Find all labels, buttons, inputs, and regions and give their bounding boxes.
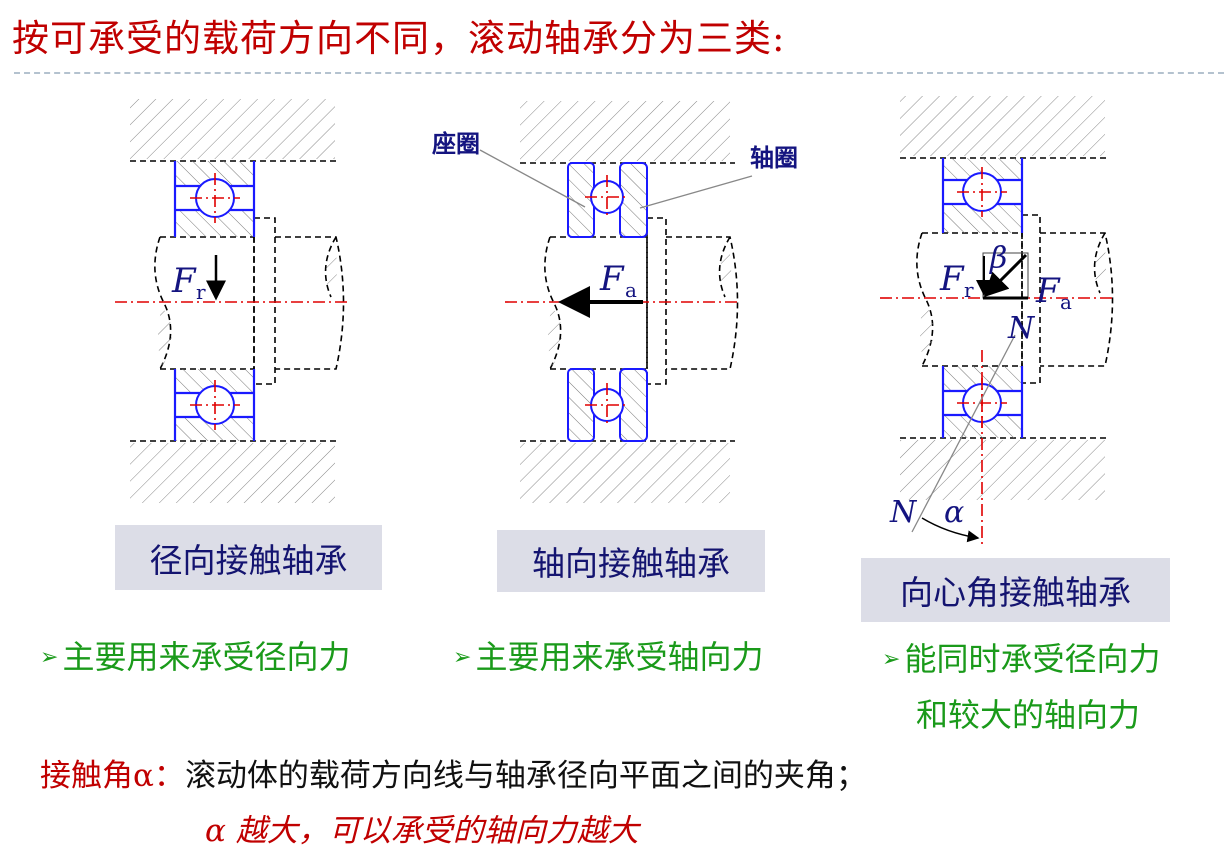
bullet-radial: ➢主要用来承受径向力: [40, 632, 350, 678]
contact-line: [911, 334, 1016, 533]
alpha-label: α: [944, 495, 964, 530]
angular-fr-label: F: [939, 259, 965, 299]
label-radial-contact-bearing: 径向接触轴承: [115, 525, 382, 590]
shaft-break-hatch: [158, 307, 172, 367]
slide-title: 按可承受的载荷方向不同，滚动轴承分为三类:: [12, 17, 786, 60]
shaft-end-hatch: [325, 245, 338, 295]
n-upper-label: N: [1007, 311, 1036, 346]
bullet-arrow-icon: ➢: [882, 647, 901, 672]
bullet-text: 主要用来承受径向力: [62, 638, 351, 676]
alpha-arc: [921, 517, 980, 543]
angular-fa-sub: a: [1060, 290, 1072, 314]
shaft-ring-label: 轴圈: [750, 143, 798, 172]
housing-hatch-top: [520, 101, 730, 161]
bullet-text: 能同时承受径向力: [904, 640, 1161, 678]
angular-bearing-diagram: [880, 96, 1115, 548]
shaft-end-hatch: [719, 245, 732, 295]
label-thrust-bearing: 轴向接触轴承: [497, 530, 765, 592]
bullet-thrust: ➢主要用来承受轴向力: [453, 632, 763, 678]
housing-hatch-bottom: [900, 440, 1105, 500]
thrust-bearing-diagram: [479, 101, 753, 503]
thrust-force-label: F: [599, 259, 625, 299]
bullet-text: 主要用来承受轴向力: [475, 638, 764, 676]
angular-fa-label: F: [1035, 271, 1061, 311]
bullet-angular-cont: 和较大的轴向力: [916, 696, 1141, 734]
definition-term: 接触角α：: [40, 758, 185, 794]
seat-ring-label: 座圈: [432, 129, 480, 158]
beta-label: β: [989, 241, 1007, 276]
housing-hatch-top: [130, 99, 335, 159]
shaft-break-hatch: [548, 307, 562, 367]
housing-hatch-bottom: [520, 443, 730, 503]
shaft-end-hatch: [1094, 241, 1107, 291]
radial-force-label: F: [171, 261, 197, 301]
resultant-force-arrow: [983, 253, 1028, 298]
shaft-right-segment: [1040, 232, 1114, 367]
shaft-shoulder: [646, 217, 667, 385]
angular-fr-sub: r: [964, 278, 974, 302]
upper-bearing-outline: [173, 161, 256, 237]
definition-text: 滚动体的载荷方向线与轴承径向平面之间的夹角；: [184, 758, 867, 794]
shaft-right-segment: [275, 236, 345, 370]
bullet-arrow-icon: ➢: [453, 645, 472, 670]
title-divider: [14, 72, 1224, 74]
thrust-force-sub: a: [625, 278, 637, 302]
shaft-shoulder: [253, 217, 276, 385]
bullet-arrow-icon: ➢: [40, 645, 59, 670]
upper-bearing-outline: [941, 158, 1024, 233]
seat-ring-leader: [479, 149, 586, 208]
definition-note: α 越大，可以承受的轴向力越大: [205, 813, 639, 849]
housing-hatch-bottom: [130, 443, 335, 503]
lower-bearing-outline: [941, 366, 1024, 438]
bullet-angular: ➢能同时承受径向力: [882, 634, 1160, 680]
contact-angle-definition: 接触角α：滚动体的载荷方向线与轴承径向平面之间的夹角；: [40, 750, 867, 795]
shaft-shoulder: [1021, 214, 1041, 384]
radial-force-sub: r: [196, 280, 206, 304]
label-angular-contact-bearing: 向心角接触轴承: [861, 558, 1170, 622]
radial-bearing-diagram: [115, 99, 347, 503]
n-lower-label: N: [889, 495, 918, 530]
shaft-right-segment: [666, 236, 739, 370]
housing-hatch-top: [900, 96, 1105, 156]
shaft-ring-leader: [639, 175, 753, 209]
shaft-break-hatch: [920, 303, 934, 363]
lower-bearing-outline: [173, 369, 256, 441]
upper-shaft-washer: [619, 162, 648, 238]
